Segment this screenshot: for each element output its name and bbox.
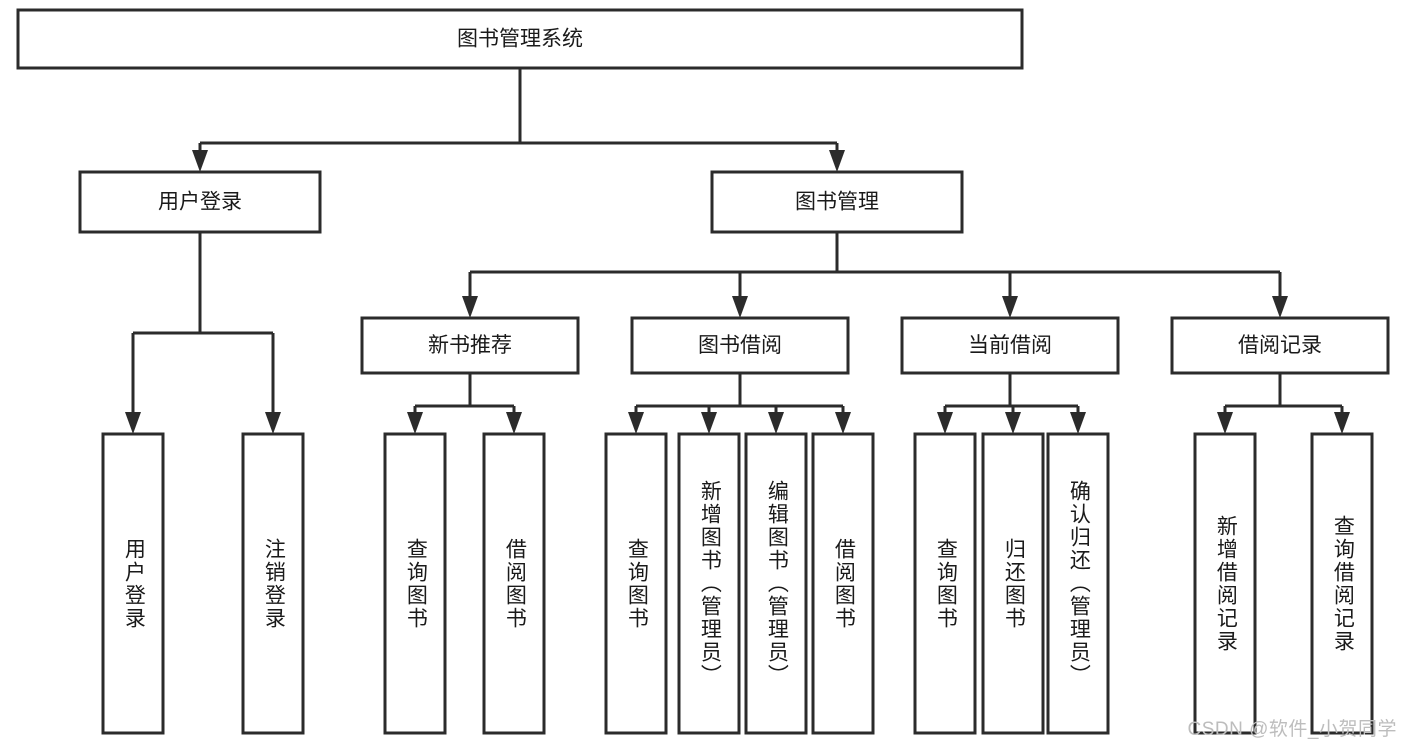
arrow-user-login-head [192,150,208,172]
node-box-leaf-query-book-2[interactable] [604,432,668,735]
arrow-book-borrow-head [732,296,748,318]
arrow-leaf-borrow-book-2-head [835,412,851,434]
node-label-new-book-recommend: 新书推荐 [428,334,512,357]
node-box-new-book-recommend[interactable] [360,316,580,375]
arrow-leaf-query-book-3-head [937,412,953,434]
node-box-current-borrow[interactable] [900,316,1120,375]
node-box-leaf-edit-book[interactable] [744,432,808,735]
arrow-leaf-return-book-head [1005,412,1021,434]
node-box-leaf-return-book[interactable] [981,432,1045,735]
node-box-leaf-query-book-3[interactable] [913,432,977,735]
arrow-leaf-query-record-head [1334,412,1350,434]
arrow-leaf-add-book-head [701,412,717,434]
node-label-user-login: 用户登录 [158,191,242,214]
node-box-leaf-confirm-return[interactable] [1046,432,1110,735]
arrow-leaf-query-book-1-head [407,412,423,434]
node-label-current-borrow: 当前借阅 [968,334,1052,357]
arrow-leaf-borrow-book-1-head [506,412,522,434]
node-label-book-borrow: 图书借阅 [698,334,782,357]
arrow-new-book-recommend-head [462,296,478,318]
arrow-book-manage-head [829,150,845,172]
node-box-leaf-borrow-book-2[interactable] [811,432,875,735]
node-box-root[interactable] [16,8,1024,70]
node-box-leaf-add-record[interactable] [1193,432,1257,735]
node-box-user-login[interactable] [78,170,322,234]
arrow-leaf-query-book-2-head [628,412,644,434]
node-label-borrow-record: 借阅记录 [1238,334,1322,357]
node-box-leaf-query-book-1[interactable] [383,432,447,735]
node-box-book-manage[interactable] [710,170,964,234]
arrow-leaf-edit-book-head [768,412,784,434]
arrow-borrow-record-head [1272,296,1288,318]
node-label-book-manage: 图书管理 [795,191,879,214]
box-layer [16,8,1390,735]
node-box-book-borrow[interactable] [630,316,850,375]
csdn-watermark: CSDN @软件_小贺同学 [1187,719,1397,740]
arrow-leaf-user-login-head [125,412,141,434]
arrow-leaf-confirm-return-head [1070,412,1086,434]
node-box-leaf-query-record[interactable] [1310,432,1374,735]
node-box-leaf-borrow-book-1[interactable] [482,432,546,735]
arrow-leaf-logout-head [265,412,281,434]
node-box-borrow-record[interactable] [1170,316,1390,375]
arrow-leaf-add-record-head [1217,412,1233,434]
node-box-leaf-add-book[interactable] [677,432,741,735]
arrow-current-borrow-head [1002,296,1018,318]
node-box-leaf-user-login[interactable] [101,432,165,735]
node-box-leaf-logout[interactable] [241,432,305,735]
node-label-root: 图书管理系统 [457,28,583,51]
connector-layer [125,68,1350,434]
